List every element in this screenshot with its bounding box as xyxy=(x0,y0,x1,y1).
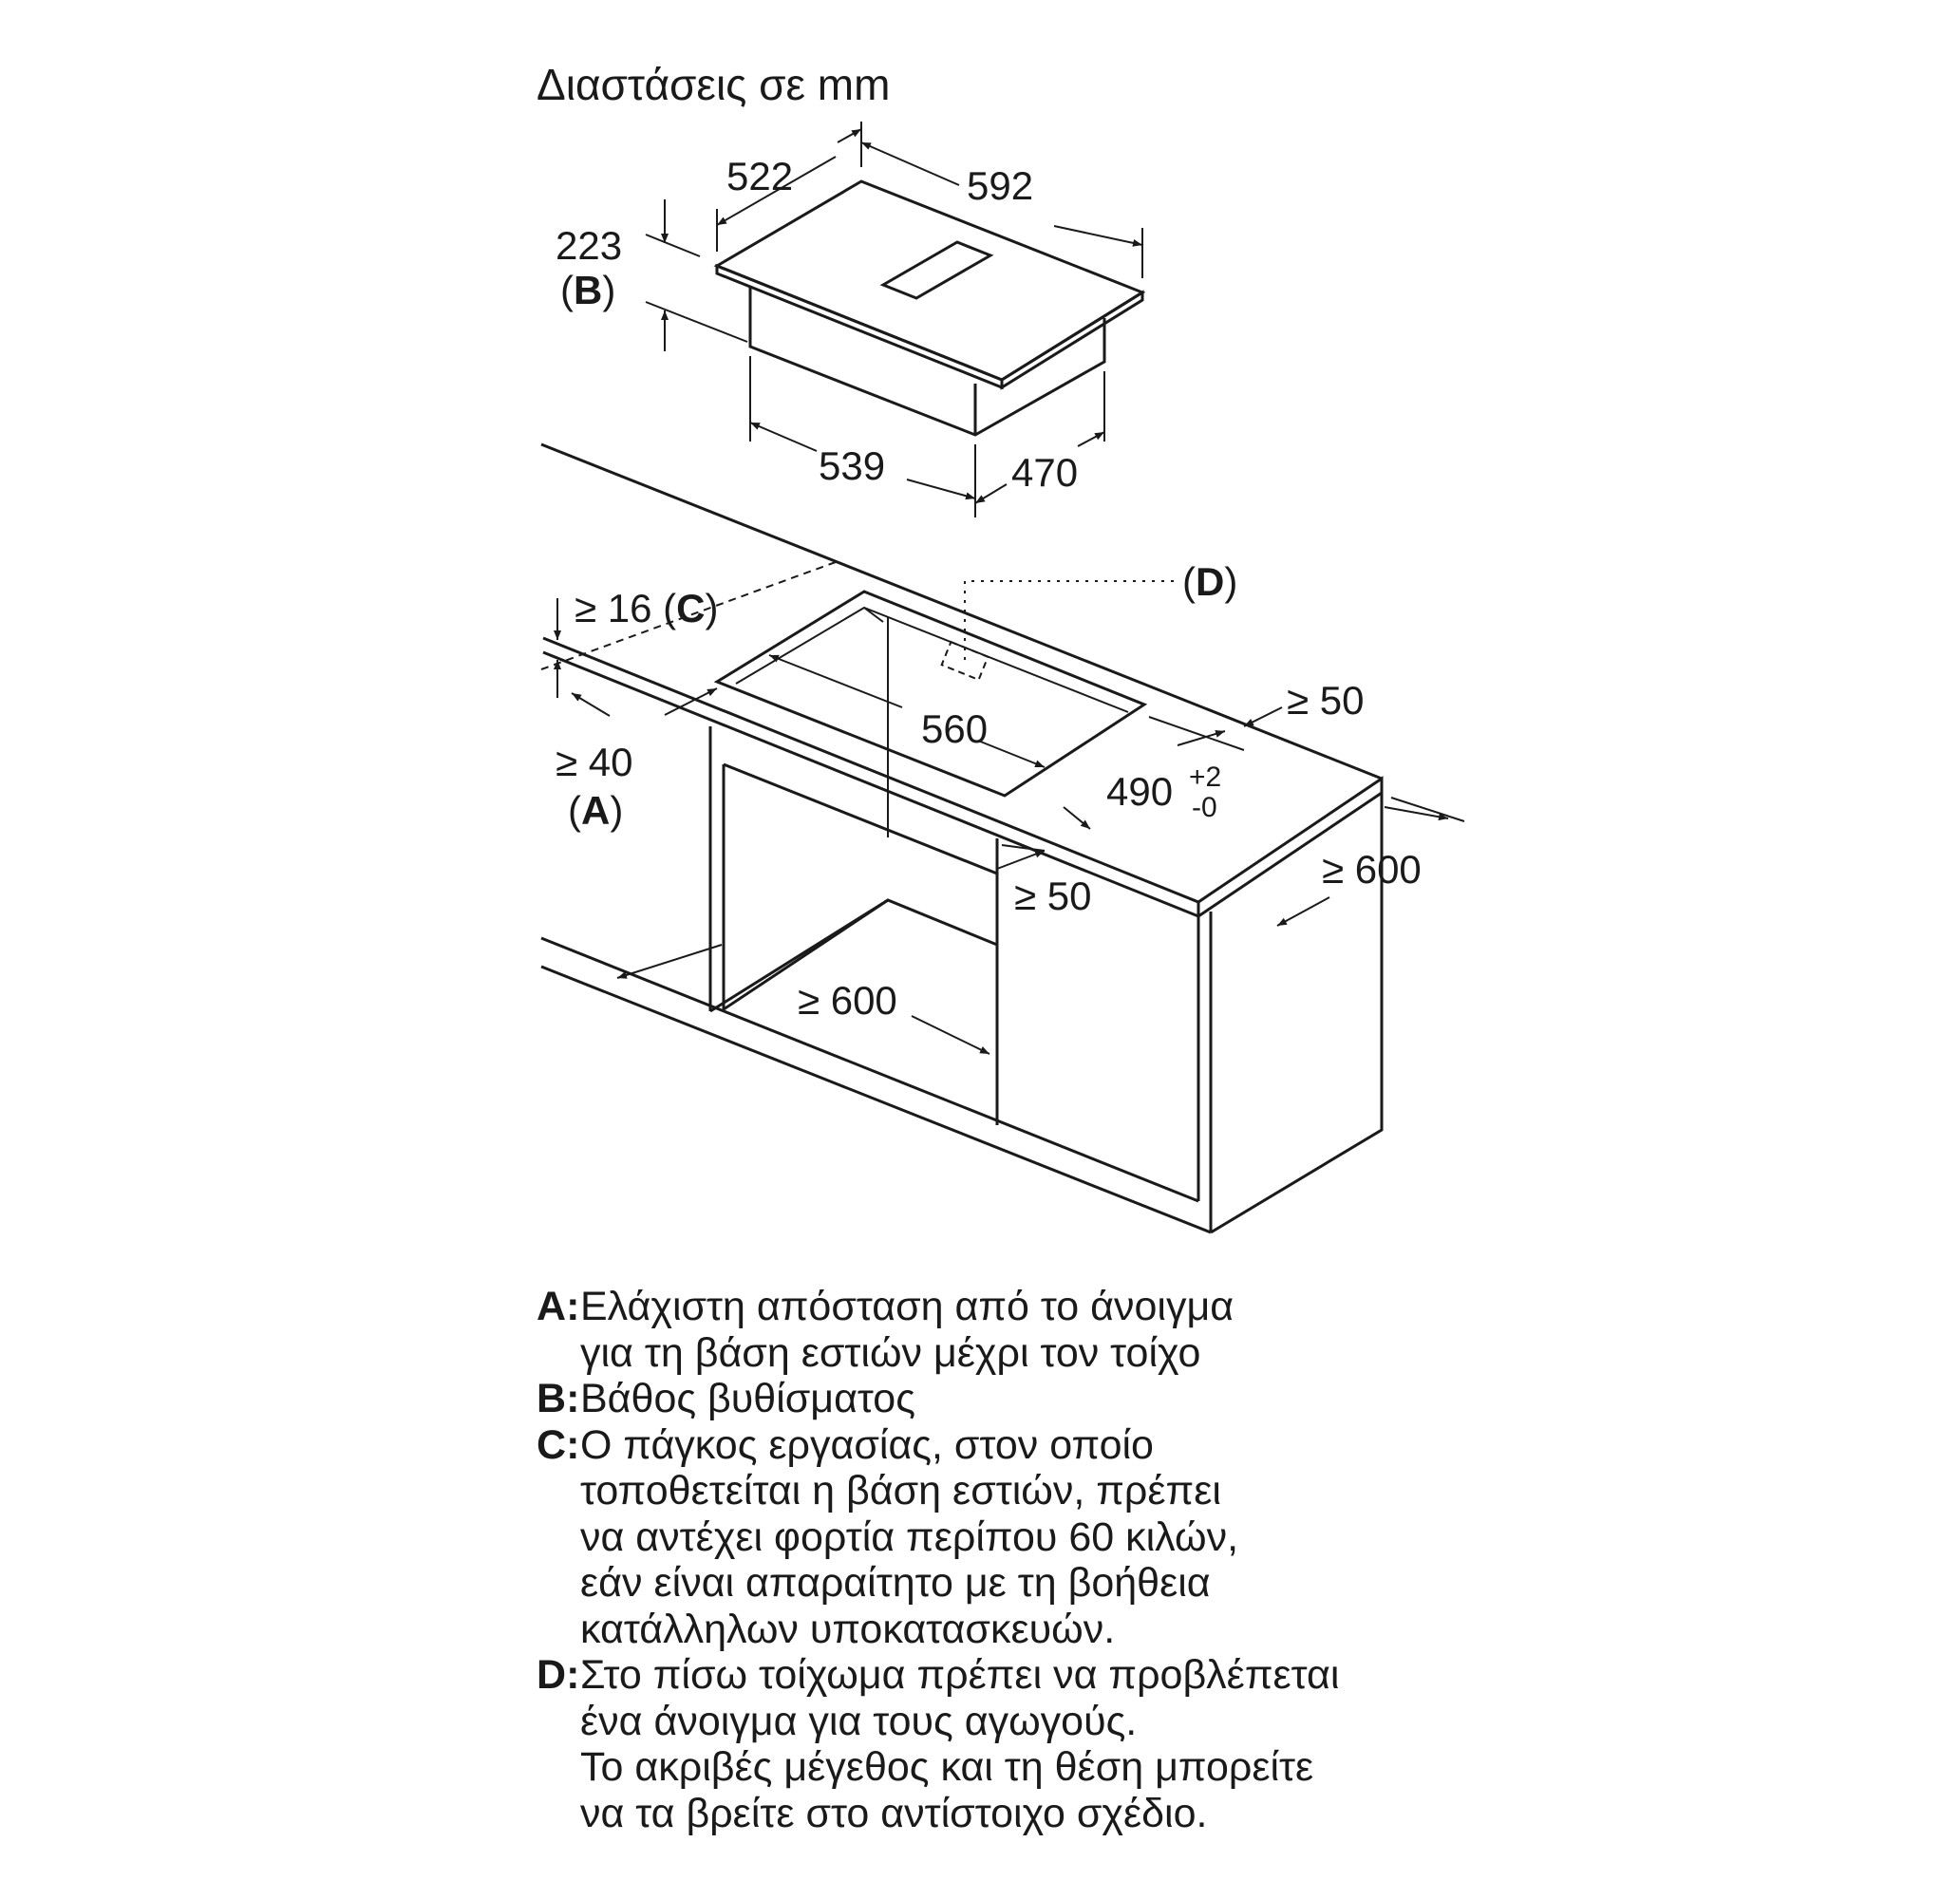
cutout-width-dimension: 560 xyxy=(921,706,988,751)
hob-body-width-dimension: 539 xyxy=(819,443,885,488)
units-title: Διαστάσεις σε mm xyxy=(537,60,890,109)
hob-dimension-lines xyxy=(645,122,1143,517)
legend-text-line: ένα άνοιγμα για τους αγωγούς. xyxy=(580,1698,1138,1744)
hob-drawing xyxy=(713,179,1146,437)
cutout-depth-dimension: 490 xyxy=(1106,769,1173,814)
hob-height-label: (B) xyxy=(560,268,615,312)
legend-text-line: Στο πίσω τοίχωμα πρέπει να προβλέπεται xyxy=(580,1652,1340,1698)
counter-thickness-dimension: ≥ 16 (C) xyxy=(575,586,718,630)
back-distance-dimension: ≥ 50 xyxy=(1287,678,1364,723)
legend-text-line: Βάθος βυθίσματος xyxy=(580,1376,915,1421)
legend-text-line: τοποθετείται η βάση εστιών, πρέπει xyxy=(580,1468,1221,1514)
front-distance-dimension: ≥ 40 xyxy=(556,740,632,784)
cutout-depth-tolerance-minus: -0 xyxy=(1192,792,1217,823)
hob-height-dimension: 223 xyxy=(556,223,622,268)
legend-item-a: A: Ελάχιστη απόσταση από το άνοιγμα για … xyxy=(537,1284,1234,1376)
legend-text-line: να αντέχει φορτία περίπου 60 κιλών, xyxy=(580,1514,1239,1560)
cabinet-width-dimension: ≥ 600 xyxy=(798,978,897,1023)
legend-text-line: κατάλληλων υποκατασκευών. xyxy=(580,1606,1116,1652)
legend-text-line: για τη βάση εστιών μέχρι τον τοίχο xyxy=(580,1329,1201,1376)
countertop-drawing xyxy=(540,442,1384,1234)
legend-item-b: B: Βάθος βυθίσματος xyxy=(537,1376,915,1421)
duct-opening-label: (D) xyxy=(1182,559,1237,604)
legend-text-line: Ελάχιστη απόσταση από το άνοιγμα xyxy=(580,1284,1234,1329)
cutout-depth-tolerance-plus: +2 xyxy=(1189,761,1221,793)
counter-depth-dimension: ≥ 600 xyxy=(1322,847,1422,892)
installation-diagram: Διαστάσεις σε mm 522 592 223 (B) 539 470 xyxy=(537,60,1465,1234)
side-distance-dimension: ≥ 50 xyxy=(1014,874,1091,918)
legend-item-c: C: Ο πάγκος εργασίας, στον οποίο τοποθετ… xyxy=(537,1421,1239,1652)
legend: A: Ελάχιστη απόσταση από το άνοιγμα για … xyxy=(537,1284,1339,1836)
hob-body-depth-dimension: 470 xyxy=(1011,450,1078,495)
legend-text-line: να τα βρείτε στο αντίστοιχο σχέδιο. xyxy=(580,1790,1208,1836)
legend-text-line: εάν είναι απαραίτητο με τη βοήθεια xyxy=(580,1560,1211,1606)
cutout-dimension-lines xyxy=(554,598,1465,1055)
hob-depth-dimension: 522 xyxy=(726,154,793,198)
legend-item-d: D: Στο πίσω τοίχωμα πρέπει να προβλέπετα… xyxy=(537,1652,1340,1836)
legend-text-line: Το ακριβές μέγεθος και τη θέση μπορείτε xyxy=(580,1744,1314,1790)
hob-width-dimension: 592 xyxy=(967,163,1033,208)
front-distance-label: (A) xyxy=(568,788,623,833)
legend-text-line: Ο πάγκος εργασίας, στον οποίο xyxy=(580,1421,1154,1468)
